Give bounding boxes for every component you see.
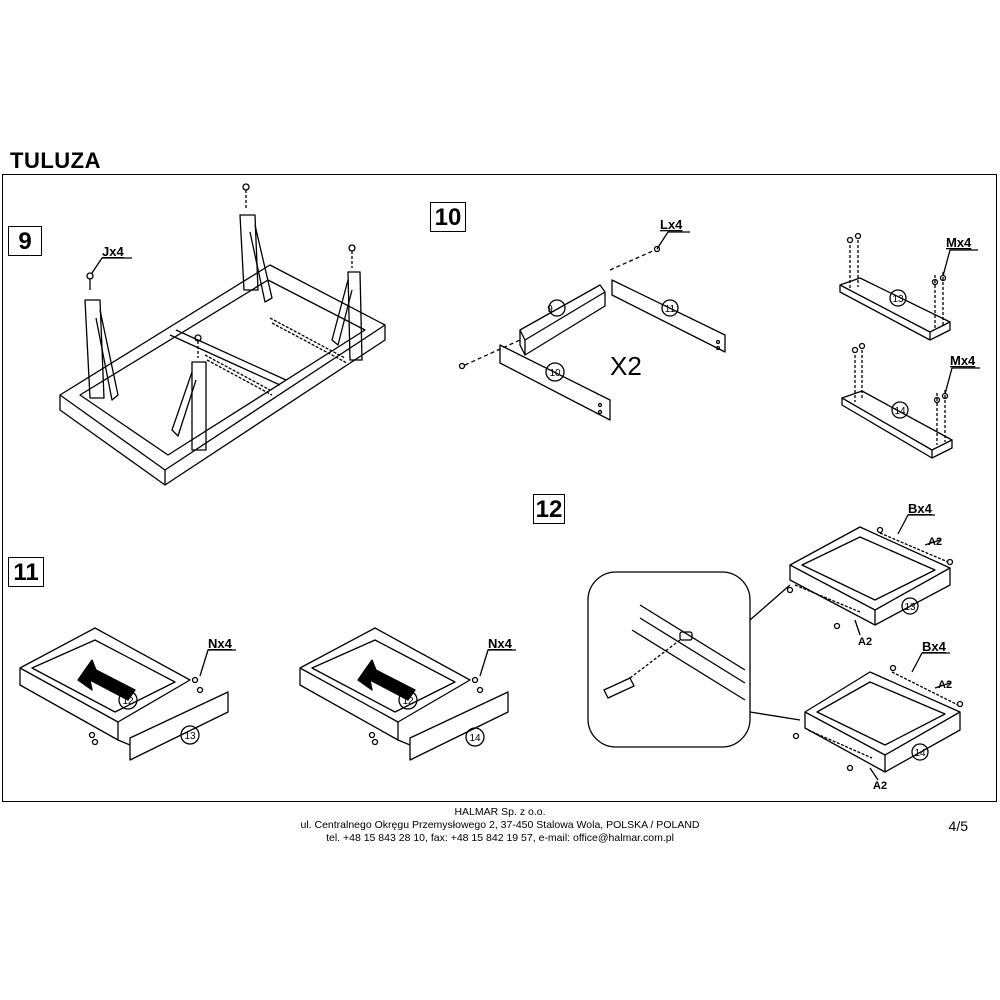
step-11-drawer-left	[19, 627, 236, 761]
part-13-right: 13	[904, 602, 916, 613]
step-12-drawer-lower	[792, 652, 964, 781]
part-13-upper: 13	[892, 294, 904, 305]
part-12-right: 12	[402, 696, 414, 707]
instruction-frame	[2, 174, 997, 802]
step-11-drawer-right	[299, 627, 516, 761]
step-12-number: 12	[533, 494, 565, 524]
step-10-number: 10	[430, 202, 466, 232]
part-11: 11	[665, 304, 676, 315]
part-9: 9	[547, 304, 553, 315]
step-10-panel-14-pins	[841, 342, 980, 459]
part-14-left: 14	[469, 733, 481, 744]
label-jx4: Jx4	[102, 244, 124, 259]
step-12-detail-callout	[587, 571, 801, 748]
label-a2-3: A2	[938, 679, 952, 691]
step-11-number: 11	[8, 557, 44, 587]
label-bx4-lower: Bx4	[922, 639, 947, 654]
step-10-panels	[458, 231, 726, 421]
step-12-drawer-upper	[786, 514, 954, 636]
step-9-table-frame	[59, 183, 386, 486]
step-10-panel-13-pins	[839, 232, 978, 341]
footer-address: ul. Centralnego Okręgu Przemysłowego 2, …	[300, 819, 700, 831]
document-title: TULUZA	[10, 148, 101, 173]
label-x2: X2	[610, 351, 642, 381]
part-13-left: 13	[184, 731, 196, 742]
footer-company: HALMAR Sp. z o.o.	[454, 806, 546, 818]
label-a2-1: A2	[928, 536, 942, 548]
label-a2-4: A2	[873, 780, 887, 792]
part-14-upper: 14	[894, 406, 906, 417]
label-nx4-left: Nx4	[208, 636, 233, 651]
step-9-number: 9	[8, 226, 42, 256]
label-a2-2: A2	[858, 636, 872, 648]
label-nx4-right: Nx4	[488, 636, 513, 651]
label-mx4-upper: Mx4	[946, 235, 972, 250]
page-number: 4/5	[948, 818, 968, 834]
label-lx4: Lx4	[660, 217, 683, 232]
footer-contact: tel. +48 15 843 28 10, fax: +48 15 842 1…	[326, 832, 674, 844]
part-10: 10	[549, 368, 561, 379]
label-mx4-lower: Mx4	[950, 353, 976, 368]
part-14-right: 14	[914, 748, 926, 759]
footer: HALMAR Sp. z o.o. ul. Centralnego Okręgu…	[0, 806, 1000, 845]
part-12-left: 12	[122, 696, 134, 707]
label-bx4-upper: Bx4	[908, 501, 933, 516]
